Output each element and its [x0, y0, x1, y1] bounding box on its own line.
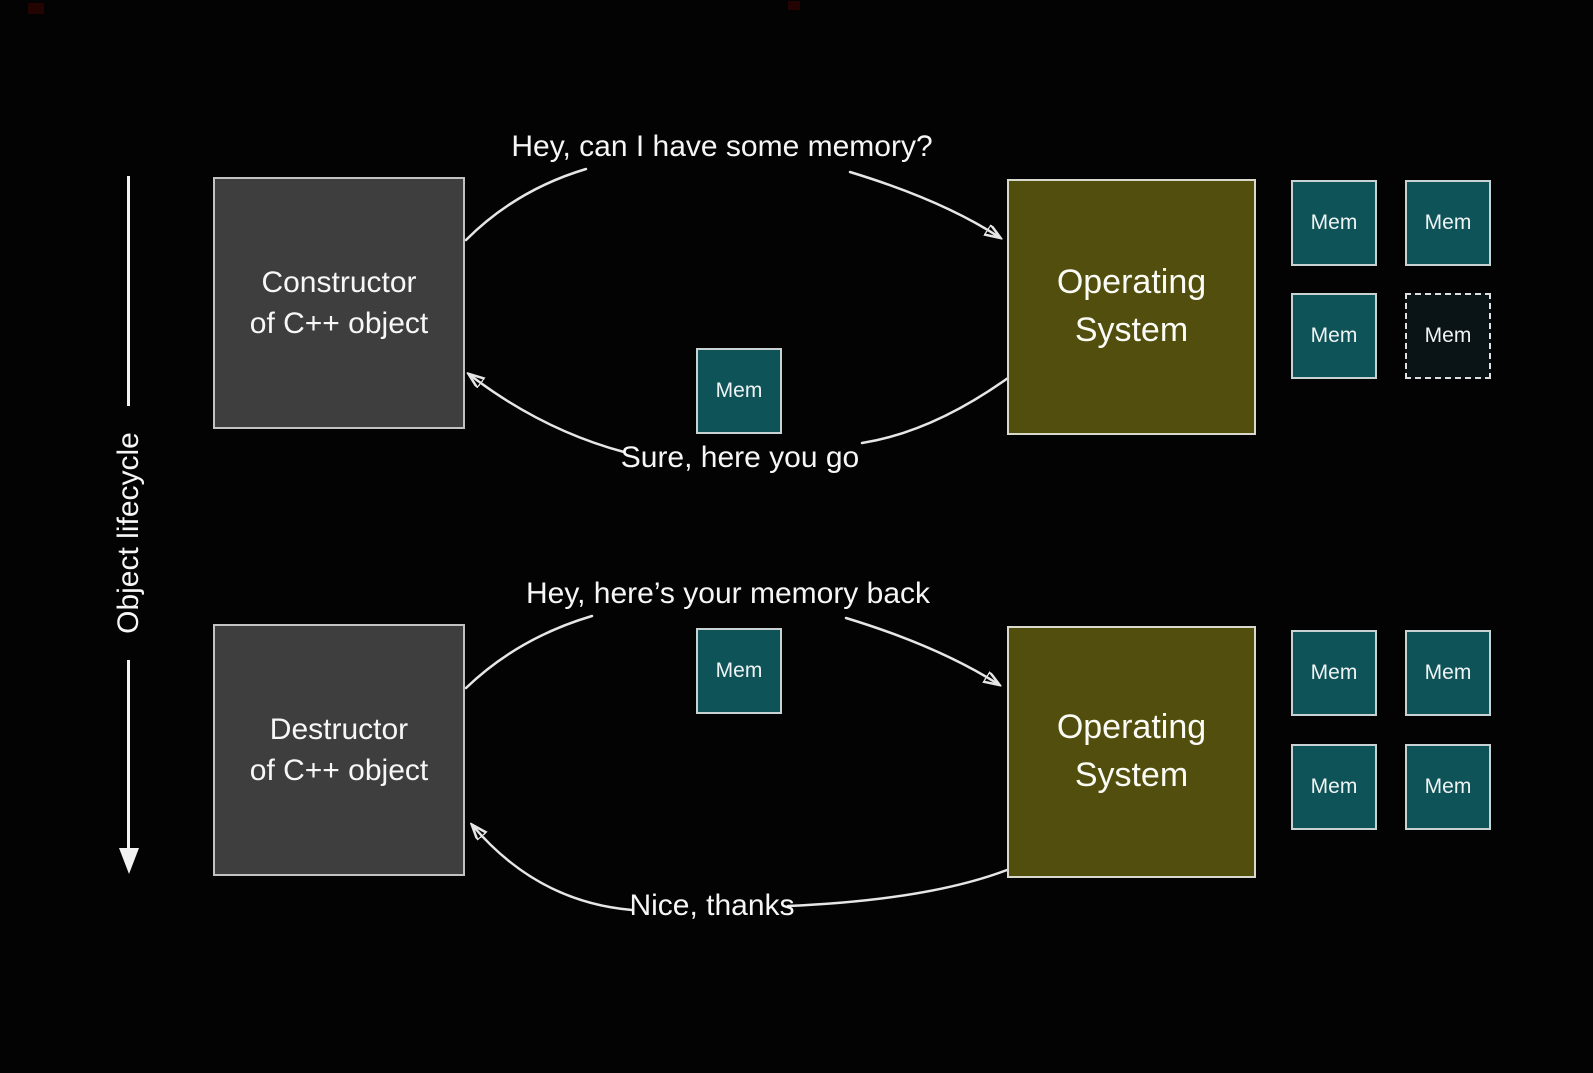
- return-arrow-left-segment: [464, 614, 594, 690]
- mem-label: Mem: [1424, 661, 1472, 684]
- mem-label: Mem: [1424, 775, 1472, 798]
- os-mem-box: Mem: [1291, 630, 1377, 716]
- lifecycle-axis-arrowhead-icon: [119, 848, 139, 874]
- destructor-label-line2: of C++ object: [249, 754, 429, 787]
- lifecycle-axis-line-bottom: [127, 660, 130, 848]
- mem-label: Mem: [1424, 324, 1472, 347]
- constructor-label-line2: of C++ object: [249, 307, 429, 340]
- constructor-box: Constructor of C++ object: [213, 177, 465, 429]
- operating-system-box-bottom: Operating System: [1007, 626, 1256, 878]
- mem-label: Mem: [715, 379, 763, 402]
- os-label-line1: Operating: [1056, 263, 1207, 302]
- mem-label: Mem: [1310, 775, 1358, 798]
- response-arrow-left-segment: [470, 375, 626, 454]
- os-mem-box: Mem: [1405, 744, 1491, 830]
- os-label-line2: System: [1074, 311, 1189, 349]
- constructor-label: Constructor of C++ object: [250, 262, 428, 345]
- os-mem-box: Mem: [1291, 180, 1377, 266]
- request-arrow-right-segment: [848, 170, 999, 237]
- request-arrow-left-segment: [464, 167, 588, 242]
- mem-label: Mem: [1424, 211, 1472, 234]
- request-memory-text: Hey, can I have some memory?: [511, 130, 933, 163]
- response-arrow-right-segment: [860, 376, 1010, 445]
- return-memory-text: Hey, here’s your memory back: [525, 577, 931, 610]
- thanks-arrow-left-segment: [473, 826, 634, 912]
- operating-system-label: Operating System: [1057, 259, 1206, 354]
- lifecycle-axis-label: Object lifecycle: [112, 432, 145, 634]
- os-label-line2: System: [1074, 756, 1189, 794]
- destructor-label: Destructor of C++ object: [250, 709, 428, 792]
- operating-system-label: Operating System: [1057, 704, 1206, 799]
- thanks-arrow-right-segment: [786, 868, 1009, 908]
- return-arrow-right-segment: [844, 616, 998, 684]
- mem-label: Mem: [1310, 661, 1358, 684]
- os-mem-box: Mem: [1291, 744, 1377, 830]
- os-label-line1: Operating: [1056, 708, 1207, 747]
- os-mem-box-handed-out: Mem: [1405, 293, 1491, 379]
- os-mem-box: Mem: [1405, 630, 1491, 716]
- mem-label: Mem: [715, 659, 763, 682]
- os-mem-box: Mem: [1405, 180, 1491, 266]
- lifecycle-axis-line-top: [127, 176, 130, 406]
- video-artifact: [28, 3, 44, 14]
- transferred-mem-box-top: Mem: [696, 348, 782, 434]
- operating-system-box-top: Operating System: [1007, 179, 1256, 435]
- constructor-label-line1: Constructor: [261, 265, 417, 299]
- destructor-label-line1: Destructor: [269, 712, 409, 746]
- destructor-box: Destructor of C++ object: [213, 624, 465, 876]
- video-artifact: [788, 1, 800, 10]
- transferred-mem-box-bottom: Mem: [696, 628, 782, 714]
- mem-label: Mem: [1310, 324, 1358, 347]
- mem-label: Mem: [1310, 211, 1358, 234]
- grant-memory-text: Sure, here you go: [620, 441, 860, 474]
- os-mem-box: Mem: [1291, 293, 1377, 379]
- thanks-text: Nice, thanks: [629, 889, 795, 922]
